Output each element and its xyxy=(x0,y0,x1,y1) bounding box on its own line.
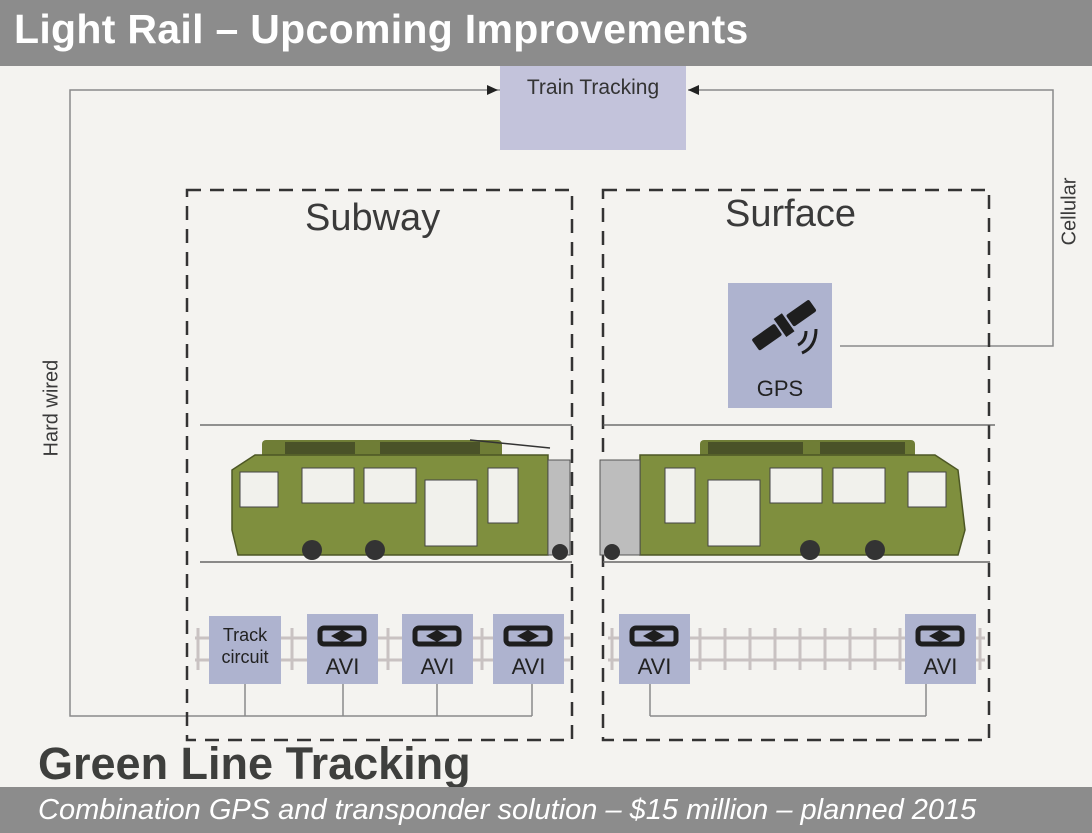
transponder-icon xyxy=(915,625,965,647)
avi-label: AVI xyxy=(511,654,546,679)
train-surface-car xyxy=(599,440,966,560)
avi-box: AVI xyxy=(619,614,690,684)
footer-bar: Combination GPS and transponder solution… xyxy=(0,787,1092,833)
track-circuit-box: Track circuit xyxy=(209,616,281,684)
subway-zone xyxy=(185,188,574,742)
header-bar: Light Rail – Upcoming Improvements xyxy=(0,0,1092,66)
section-title: Green Line Tracking xyxy=(38,738,471,789)
cellular-line xyxy=(688,89,1054,347)
train-tracking-label: Train Tracking xyxy=(526,76,660,99)
avi-label: AVI xyxy=(420,654,455,679)
satellite-icon xyxy=(752,300,818,355)
hard-wired-label: Hard wired xyxy=(40,359,63,457)
avi-box: AVI xyxy=(905,614,976,684)
transponder-icon xyxy=(629,625,679,647)
avi-label: AVI xyxy=(923,654,958,679)
arrow-left-icon xyxy=(688,85,699,95)
transponder-icon xyxy=(503,625,553,647)
gps-label: GPS xyxy=(756,376,804,401)
avi-box: AVI xyxy=(402,614,473,684)
arrow-right-icon xyxy=(487,85,498,95)
train-subway-car xyxy=(231,439,571,560)
cellular-label: Cellular xyxy=(1058,177,1081,246)
avi-label: AVI xyxy=(325,654,360,679)
page-title: Light Rail – Upcoming Improvements xyxy=(14,6,749,52)
avi-label: AVI xyxy=(637,654,672,679)
avi-box: AVI xyxy=(493,614,564,684)
footer-caption: Combination GPS and transponder solution… xyxy=(38,794,977,826)
subway-label: Subway xyxy=(305,197,441,239)
avi-box: AVI xyxy=(307,614,378,684)
track-circuit-label: Track circuit xyxy=(221,625,269,667)
transponder-icon xyxy=(412,625,462,647)
gps-box xyxy=(728,283,832,408)
transponder-icon xyxy=(317,625,367,647)
train-tracking-box xyxy=(500,66,686,150)
hard-wired-line xyxy=(69,89,500,717)
surface-label: Surface xyxy=(725,193,856,235)
